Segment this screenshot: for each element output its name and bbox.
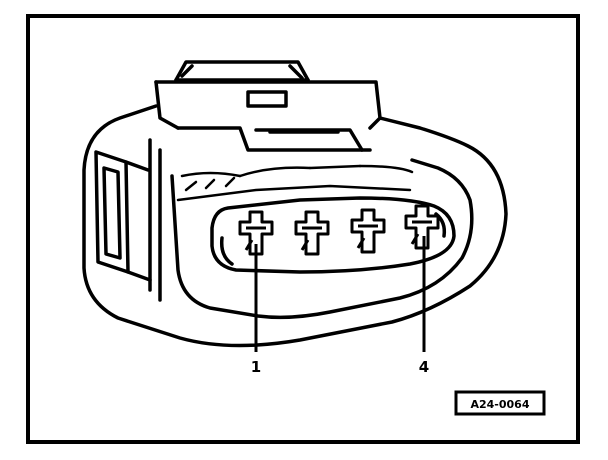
top-latch [154,60,382,152]
side-window [94,138,162,302]
reference-code-box [454,390,546,416]
connector-housing [82,60,508,348]
inner-ribs [176,164,414,202]
callout-pin-4: 4 [419,358,429,376]
pin-carrier [210,196,456,274]
pin-socket-1 [238,210,274,256]
pin-socket-2 [294,210,330,256]
reference-code: A24-0064 [470,398,529,411]
pin-receptacles [238,204,440,256]
callout-pin-1: 1 [251,358,261,376]
pin-socket-4 [404,204,440,250]
outer-shell [82,104,508,348]
pin-socket-3 [350,208,386,254]
